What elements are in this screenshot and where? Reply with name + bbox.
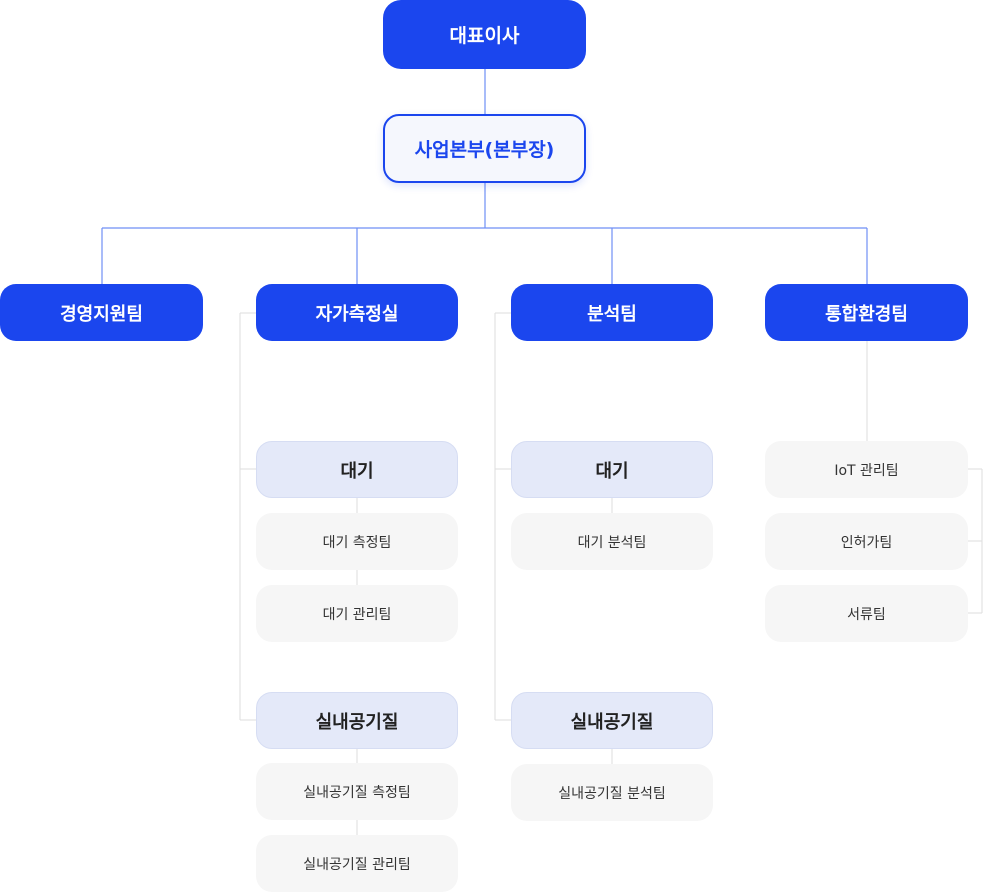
sub-header-label: 실내공기질 — [315, 711, 399, 733]
analysis-air-unit-1: 대기 분석팀 — [511, 513, 713, 570]
self-measure-air-unit-2: 대기 관리팀 — [256, 585, 458, 642]
analysis-indoor-unit-1: 실내공기질 분석팀 — [511, 764, 713, 821]
team-management: 경영지원팀 — [0, 284, 203, 341]
team-self-measure-label: 자가측정실 — [315, 303, 399, 325]
unit-label: 대기 관리팀 — [322, 606, 392, 623]
team-integrated-label: 통합환경팀 — [825, 303, 908, 325]
unit-label: 실내공기질 분석팀 — [558, 785, 666, 802]
sub-header-label: 대기 — [595, 460, 629, 482]
team-self-measure: 자가측정실 — [256, 284, 458, 341]
self-measure-indoor-header: 실내공기질 — [256, 692, 458, 749]
team-analysis: 분석팀 — [511, 284, 713, 341]
self-measure-indoor-unit-2: 실내공기질 관리팀 — [256, 835, 458, 892]
self-measure-air-unit-1: 대기 측정팀 — [256, 513, 458, 570]
unit-label: 인허가팀 — [840, 534, 893, 551]
team-analysis-label: 분석팀 — [587, 303, 637, 325]
division-label: 사업본부(본부장) — [414, 139, 555, 161]
team-management-label: 경영지원팀 — [60, 303, 143, 325]
sub-header-label: 대기 — [340, 460, 374, 482]
unit-label: 대기 분석팀 — [577, 534, 647, 551]
unit-label: 서류팀 — [847, 606, 886, 623]
unit-label: 실내공기질 측정팀 — [303, 784, 411, 801]
division-box: 사업본부(본부장) — [383, 114, 586, 183]
self-measure-indoor-unit-1: 실내공기질 측정팀 — [256, 763, 458, 820]
integrated-unit-3: 서류팀 — [765, 585, 968, 642]
analysis-indoor-header: 실내공기질 — [511, 692, 713, 749]
analysis-air-header: 대기 — [511, 441, 713, 498]
sub-header-label: 실내공기질 — [570, 711, 654, 733]
unit-label: IoT 관리팀 — [834, 462, 899, 479]
self-measure-air-header: 대기 — [256, 441, 458, 498]
integrated-unit-2: 인허가팀 — [765, 513, 968, 570]
ceo-label: 대표이사 — [449, 25, 520, 47]
ceo-box: 대표이사 — [383, 0, 586, 69]
team-integrated: 통합환경팀 — [765, 284, 968, 341]
unit-label: 실내공기질 관리팀 — [303, 856, 411, 873]
integrated-unit-1: IoT 관리팀 — [765, 441, 968, 498]
unit-label: 대기 측정팀 — [322, 534, 392, 551]
